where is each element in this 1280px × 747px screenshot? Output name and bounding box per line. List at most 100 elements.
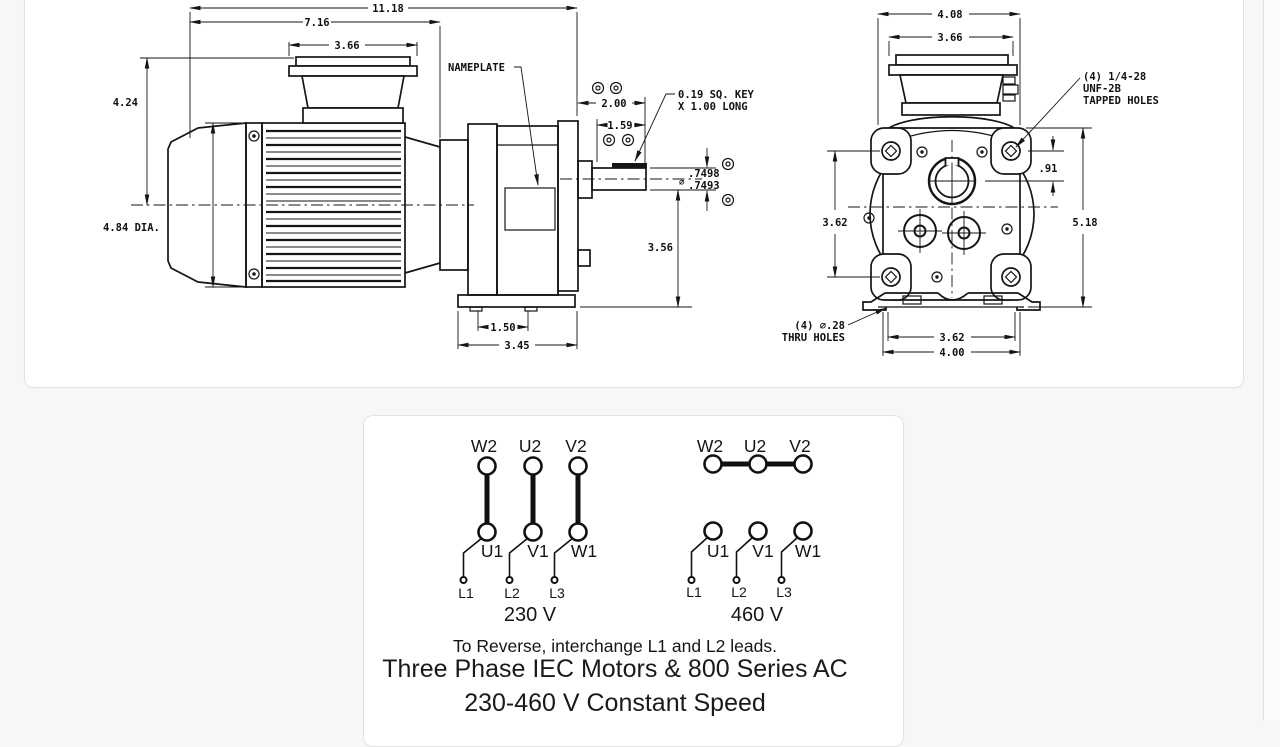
svg-text:4.24: 4.24 <box>113 97 138 109</box>
lead-wire <box>462 537 483 577</box>
thru-holes-note: (4) ⌀.28 THRU HOLES <box>782 307 887 344</box>
tapped-holes-note: (4) 1/4-28 UNF-2B TAPPED HOLES <box>1015 71 1159 148</box>
lead-label: L1 <box>686 584 702 600</box>
svg-text:⌀: ⌀ <box>679 178 685 188</box>
svg-text:.91: .91 <box>1039 163 1058 175</box>
terminal-label: U1 <box>707 541 729 561</box>
svg-text:5.18: 5.18 <box>1072 217 1097 229</box>
lead-label: L1 <box>458 585 474 601</box>
svg-text:4.00: 4.00 <box>939 347 964 359</box>
svg-text:TAPPED HOLES: TAPPED HOLES <box>1083 95 1159 107</box>
wiring-diagram: W2 U2 V2 U1 V1 W1 L1 L2 L3 230 V W2 U2 V… <box>382 436 848 717</box>
end-view-drawing: 4.08 3.66 (4) 1/4-28 UNF-2B TAPPED HOLES… <box>782 9 1159 359</box>
terminal <box>568 522 588 542</box>
dim-shaft-height: 3.56 <box>580 189 692 308</box>
lead-terminal <box>777 576 786 584</box>
dim-overall-length: 11.18 <box>189 3 578 138</box>
side-view-drawing: 11.18 7.16 3.66 4.24 4.84 DIA. <box>103 3 755 352</box>
lead-wire <box>735 536 754 577</box>
gearbox-housing <box>404 120 591 296</box>
lead-terminal <box>732 576 741 584</box>
svg-text:(4) 1/4-28: (4) 1/4-28 <box>1083 71 1146 83</box>
svg-text:THRU HOLES: THRU HOLES <box>782 332 845 344</box>
svg-text:11.18: 11.18 <box>372 3 404 15</box>
nameplate-callout: NAMEPLATE <box>448 62 539 186</box>
svg-text:(4) ⌀.28: (4) ⌀.28 <box>794 320 845 332</box>
dim-motor-length: 7.16 <box>189 17 441 138</box>
wiring-230v: W2 U2 V2 U1 V1 W1 L1 L2 L3 230 V <box>458 436 597 626</box>
terminal-label: W1 <box>795 541 821 561</box>
diagram-title-line1: Three Phase IEC Motors & 800 Series AC <box>382 655 848 683</box>
terminal <box>523 456 543 476</box>
terminal-label: V2 <box>789 436 810 456</box>
terminal <box>793 521 813 541</box>
dim-foot-length: 3.45 <box>457 311 578 352</box>
terminal <box>523 522 543 542</box>
dim-center-height: 4.24 <box>113 57 294 206</box>
diagram-title-line2: 230-460 V Constant Speed <box>464 689 766 717</box>
reverse-note: To Reverse, interchange L1 and L2 leads. <box>453 636 777 656</box>
terminal <box>477 456 497 476</box>
terminal-label: W2 <box>697 436 723 456</box>
terminal-label: V1 <box>527 541 548 561</box>
tapped-holes <box>881 141 1021 287</box>
terminal <box>793 454 813 474</box>
svg-text:0.19 SQ. KEY: 0.19 SQ. KEY <box>678 89 755 101</box>
terminal-label: U1 <box>481 541 503 561</box>
dim-terminal-box-width: 3.66 <box>288 40 418 56</box>
lead-terminal <box>459 576 468 584</box>
face-plugs <box>863 146 1013 283</box>
dim-shaft-offset: .91 <box>985 136 1064 196</box>
svg-text:UNF-2B: UNF-2B <box>1083 83 1121 95</box>
fan-cover-screws <box>248 130 260 280</box>
dim-shaft-extension: 2.00 <box>577 97 646 165</box>
lead-label: L2 <box>504 585 520 601</box>
dim-end-box-width: 3.66 <box>888 32 1014 56</box>
shaft-key <box>612 163 647 169</box>
terminal <box>703 454 723 474</box>
motor-top-curve <box>884 115 1019 132</box>
lead-wire <box>508 537 529 577</box>
svg-text:3.62: 3.62 <box>822 217 847 229</box>
dim-hole-span-horizontal: 3.62 <box>887 312 1016 344</box>
lead-label: L2 <box>731 584 747 600</box>
lead-label: L3 <box>549 585 565 601</box>
terminal <box>748 521 768 541</box>
gdt-symbols <box>591 81 735 207</box>
terminal-label: U2 <box>519 436 541 456</box>
terminal <box>748 454 768 474</box>
dim-shaft-diameter: ⌀ .7498 .7493 <box>650 148 720 211</box>
lead-wire <box>780 536 799 577</box>
lead-terminal <box>687 576 696 584</box>
dim-hole-span-vertical: 3.62 <box>822 150 880 278</box>
dim-foot-width: 4.00 <box>882 312 1021 359</box>
terminal-box-side <box>288 56 418 124</box>
output-shaft <box>577 160 647 199</box>
svg-text:.7498: .7498 <box>688 168 720 180</box>
key-note: 0.19 SQ. KEY X 1.00 LONG <box>634 89 755 162</box>
motor-dimension-drawing: 11.18 7.16 3.66 4.24 4.84 DIA. <box>103 3 1159 359</box>
scrollbar-track[interactable] <box>1263 0 1280 721</box>
svg-text:NAMEPLATE: NAMEPLATE <box>448 62 505 74</box>
lead-label: L3 <box>776 584 792 600</box>
dim-key-end: 1.59 <box>596 119 646 162</box>
svg-text:3.66: 3.66 <box>937 32 962 44</box>
terminal <box>568 456 588 476</box>
dim-body-diameter: 4.84 DIA. <box>103 122 260 288</box>
wiring-460v: W2 U2 V2 U1 V1 W1 L1 L2 L3 460 V <box>686 436 821 626</box>
lower-bores <box>898 209 986 255</box>
terminal-label: U2 <box>744 436 766 456</box>
voltage-label: 460 V <box>731 604 784 626</box>
terminal-label: V1 <box>752 541 773 561</box>
svg-text:.7493: .7493 <box>688 180 720 192</box>
conduit-boss <box>1002 76 1019 102</box>
terminal-label: W1 <box>571 541 597 561</box>
fan-cover <box>167 122 247 288</box>
terminal-label: V2 <box>565 436 586 456</box>
svg-text:2.00: 2.00 <box>601 98 626 110</box>
terminal <box>477 522 497 542</box>
svg-text:4.84 DIA.: 4.84 DIA. <box>103 222 160 234</box>
drawing-panel-card <box>24 0 1244 388</box>
svg-text:7.16: 7.16 <box>304 17 329 29</box>
svg-text:4.08: 4.08 <box>937 9 962 21</box>
